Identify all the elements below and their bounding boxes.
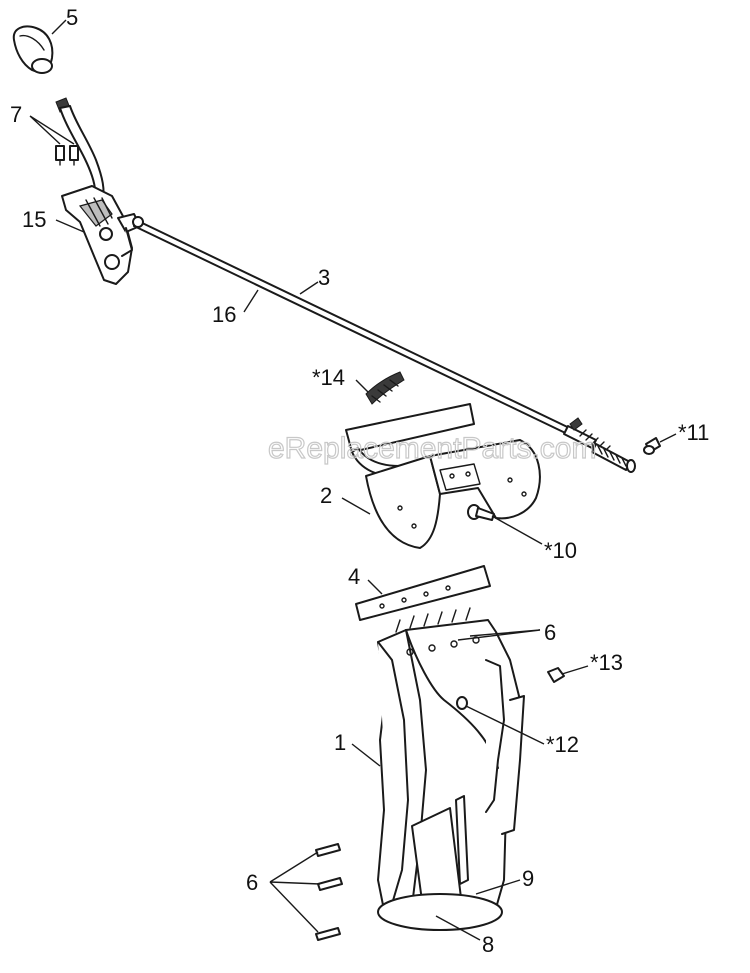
callout-6-upper: 6 (544, 620, 556, 645)
part-11-bolt (643, 437, 661, 455)
callout-labels: 5 7 15 3 16 *14 *11 2 *10 4 6 *13 1 *12 … (10, 5, 709, 957)
part-5-knob (12, 25, 54, 74)
part-1-chute-body (377, 607, 525, 931)
callout-9: 9 (522, 866, 534, 891)
callout-5: 5 (66, 5, 78, 30)
leader-lines (29, 19, 677, 941)
part-2-deflector (345, 403, 541, 549)
part-10-bolt (467, 504, 495, 521)
callout-7: 7 (10, 102, 22, 127)
callout-11: *11 (678, 420, 709, 445)
callout-8: 8 (482, 932, 494, 957)
callout-16: 16 (212, 302, 236, 327)
part-4-guide-plate (355, 565, 491, 621)
callout-3: 3 (318, 265, 330, 290)
part-3-shift-rod (132, 216, 583, 441)
part-7-pins (55, 145, 79, 166)
callout-13: *13 (590, 650, 623, 675)
callout-2: 2 (320, 483, 332, 508)
callout-15: 15 (22, 207, 46, 232)
part-13-nut (547, 667, 565, 683)
rod-spring-end (563, 417, 636, 473)
callout-6-lower: 6 (246, 870, 258, 895)
part-12-bolt (456, 696, 468, 710)
part-6-rivets (315, 843, 343, 941)
callout-14: *14 (312, 365, 345, 390)
watermark-text: eReplacementParts.com (268, 432, 596, 465)
part-15-lever-assembly (55, 97, 141, 285)
callout-12: *12 (546, 732, 579, 757)
callout-10: *10 (544, 538, 577, 563)
callout-1: 1 (334, 730, 346, 755)
callout-4: 4 (348, 564, 360, 589)
part-14-spring-clip (365, 371, 405, 405)
